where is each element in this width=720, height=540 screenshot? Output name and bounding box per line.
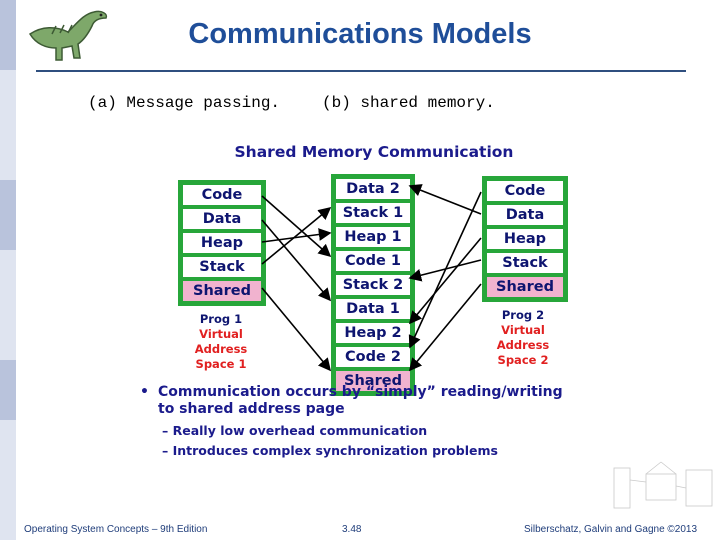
arrow-data1 <box>261 219 332 302</box>
arrow-data2 <box>408 184 482 215</box>
vas2-label-line: Virtual <box>501 323 545 337</box>
vas1-block-shared: Shared <box>181 279 263 303</box>
arrow-stack2 <box>408 259 482 282</box>
bullet-main-text: Communication occurs by “simply” reading… <box>158 384 563 400</box>
arrow-shared1 <box>261 287 332 372</box>
phys-block-heap-2: Heap 2 <box>334 321 412 345</box>
vas1-block-stack: Stack <box>181 255 263 279</box>
virtual-address-space-2: Code Data Heap Stack Shared <box>482 176 568 302</box>
vas1-label-line: Space 1 <box>195 357 247 371</box>
vas1-block-code: Code <box>181 183 263 207</box>
vas2-block-stack: Stack <box>485 251 565 275</box>
vas2-label: Prog 2 Virtual Address Space 2 <box>480 308 566 368</box>
arrow-code1 <box>261 195 332 258</box>
bullet-main: • Communication occurs by “simply” readin… <box>140 384 563 401</box>
vas2-label-line: Space 2 <box>497 353 549 367</box>
bullet-list: • Communication occurs by “simply” readin… <box>140 384 563 458</box>
bullet-sub: – Introduces complex synchronization pro… <box>162 443 498 458</box>
phys-block-stack-2: Stack 2 <box>334 273 412 297</box>
vas1-prog-label: Prog 1 <box>199 312 243 326</box>
footer-book-title: Operating System Concepts – 9th Edition <box>24 524 208 535</box>
arrow-stack1 <box>261 206 332 265</box>
phys-block-shared: Shared <box>334 369 412 393</box>
footer-page-number: 3.48 <box>342 524 362 535</box>
vas1-label: Prog 1 Virtual Address Space 1 <box>178 312 264 372</box>
bullet-sub-text: Really low overhead communication <box>172 423 428 438</box>
bullet-sub: – Really low overhead communication <box>162 423 428 438</box>
vas1-label-line: Address <box>194 342 248 356</box>
phys-block-data-1: Data 1 <box>334 297 412 321</box>
stripe-segment <box>0 0 16 70</box>
phys-block-code-2: Code 2 <box>334 345 412 369</box>
bullet-sub-text: Introduces complex synchronization probl… <box>172 443 498 458</box>
dinosaur-logo-icon <box>28 10 108 61</box>
title-underline <box>36 70 686 72</box>
arrow-heap2 <box>408 237 482 325</box>
decorative-diagram-thumbnail <box>613 461 713 509</box>
vas2-block-heap: Heap <box>485 227 565 251</box>
bullet-dot: • <box>140 384 149 400</box>
vas2-block-data: Data <box>485 203 565 227</box>
arrow-shared2 <box>408 283 482 372</box>
vas2-block-code: Code <box>485 179 565 203</box>
bullet-main-cont: to shared address page <box>158 401 345 417</box>
vas2-prog-label: Prog 2 <box>501 308 545 322</box>
phys-block-heap-1: Heap 1 <box>334 225 412 249</box>
phys-block-stack-1: Stack 1 <box>334 201 412 225</box>
caption-shared-memory: (b) shared memory. <box>322 94 495 112</box>
stripe-segment <box>0 180 16 250</box>
physical-memory: Data 2 Stack 1 Heap 1 Code 1 Stack 2 Dat… <box>331 174 415 396</box>
stripe-segment <box>0 360 16 420</box>
diagram-title: Shared Memory Communication <box>234 143 514 161</box>
vas1-block-data: Data <box>181 207 263 231</box>
virtual-address-space-1: Code Data Heap Stack Shared <box>178 180 266 306</box>
left-decorative-stripe <box>0 0 16 540</box>
vas1-label-line: Virtual <box>199 327 243 341</box>
phys-block-code-1: Code 1 <box>334 249 412 273</box>
vas2-label-line: Address <box>496 338 550 352</box>
arrow-heap1 <box>261 228 332 243</box>
slide-title: Communications Models <box>188 18 532 50</box>
caption-message-passing: (a) Message passing. <box>88 94 281 112</box>
footer-copyright: Silberschatz, Galvin and Gagne ©2013 <box>524 524 698 535</box>
vas2-block-shared: Shared <box>485 275 565 299</box>
vas1-block-heap: Heap <box>181 231 263 255</box>
